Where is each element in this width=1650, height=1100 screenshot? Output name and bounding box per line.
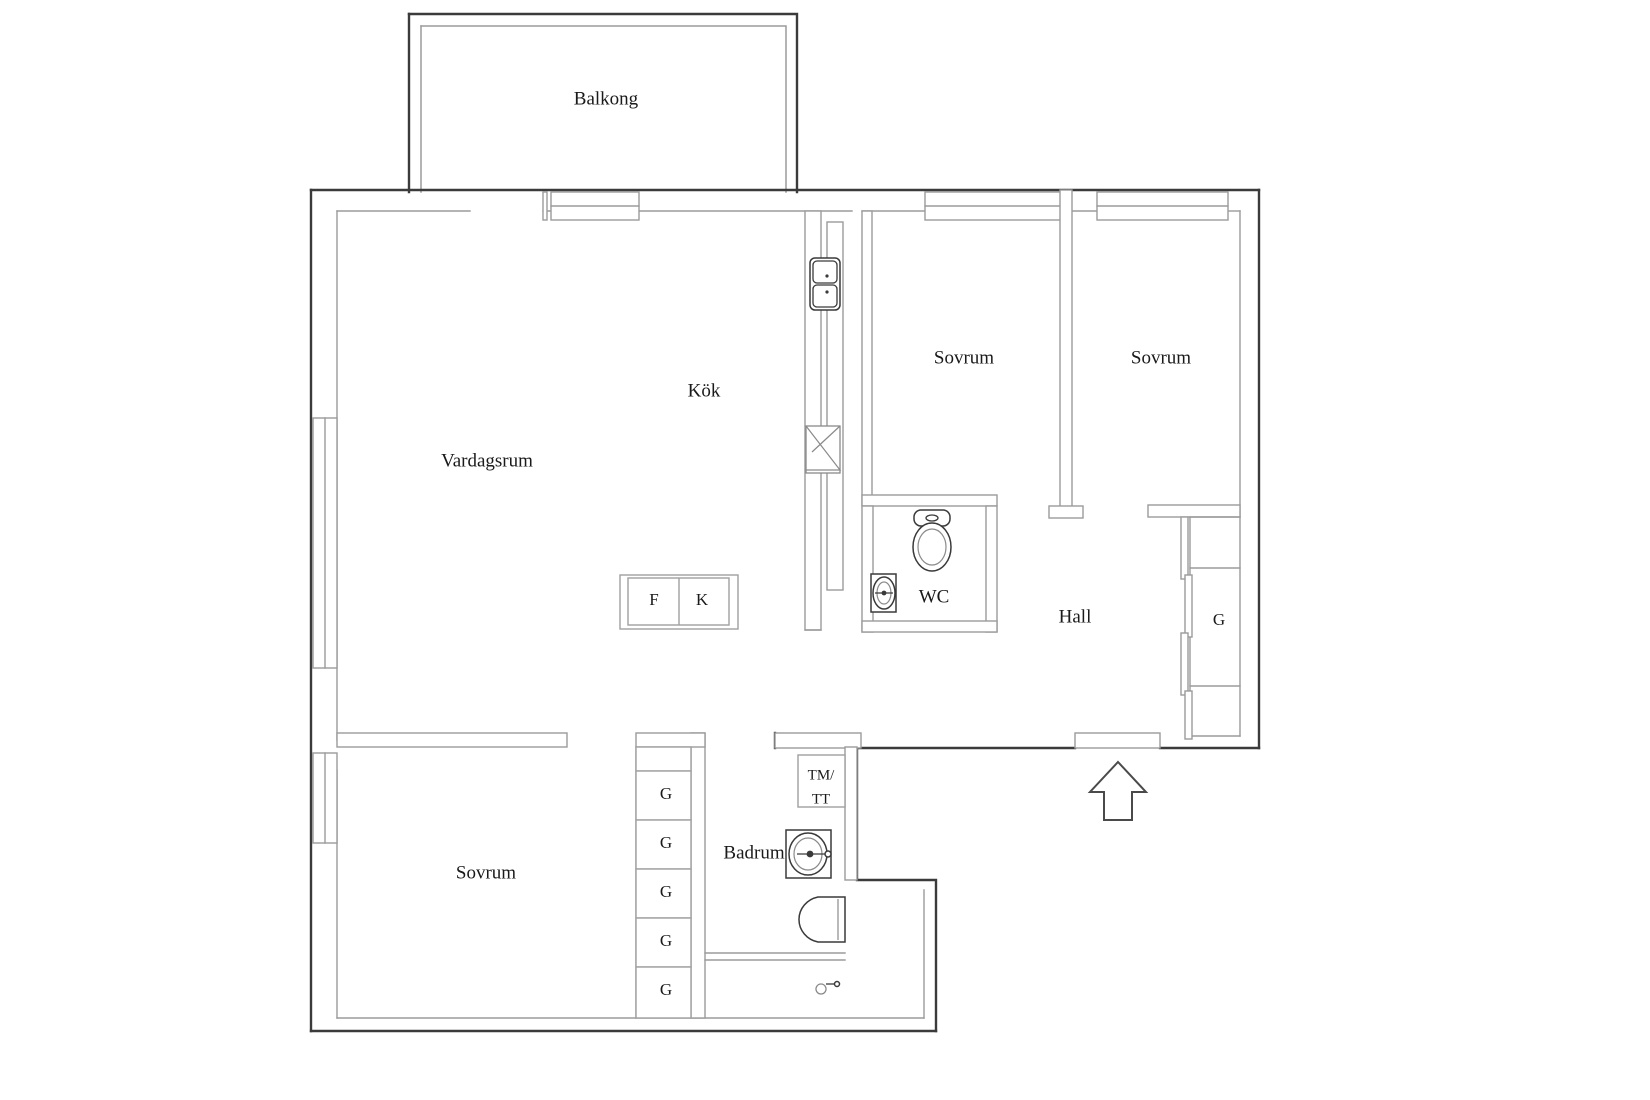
wall-sovrum-mid-left bbox=[861, 210, 873, 506]
closet-label-1: G bbox=[660, 784, 672, 803]
room-label-wc: WC bbox=[919, 586, 950, 607]
sink-basin-1 bbox=[812, 260, 838, 284]
badrum-fixtures bbox=[704, 829, 846, 995]
washbasin-icon bbox=[870, 573, 897, 613]
badrum-toilet-bowl bbox=[798, 896, 846, 943]
room-label-badrum: Badrum bbox=[723, 842, 784, 863]
stove-hob-icon bbox=[805, 425, 842, 474]
kitchen-fixtures bbox=[805, 257, 842, 474]
sink-drain-1 bbox=[825, 274, 829, 278]
room-label-balkong: Balkong bbox=[574, 88, 639, 109]
closet-cell-top-empty bbox=[635, 746, 692, 772]
laundry-box bbox=[797, 754, 846, 808]
apartment-outer-shell bbox=[309, 188, 1261, 1033]
bathtub-faucet-knob bbox=[833, 980, 841, 988]
double-sink-icon bbox=[809, 257, 841, 311]
wall-sovrum-mid-bottom bbox=[861, 494, 998, 507]
toilet-flush-button bbox=[925, 514, 939, 522]
wall-wc-left bbox=[861, 505, 874, 633]
room-label-sovrum-bottom: Sovrum bbox=[456, 862, 516, 883]
toilet-bowl-inner bbox=[917, 528, 947, 566]
apartment-inner-shell bbox=[336, 210, 1241, 1019]
hall-closet-g: G bbox=[1180, 516, 1241, 740]
outer-wall-lower-right bbox=[855, 746, 1077, 1033]
wall-vardagsrum-bottom bbox=[336, 732, 568, 748]
wall-badrum-right bbox=[844, 746, 858, 881]
stove-diagonal bbox=[805, 425, 842, 471]
closet-g-door-1[interactable] bbox=[1180, 516, 1189, 580]
bathtub-faucet-base bbox=[815, 983, 827, 995]
wall-hall-bottom-right bbox=[1074, 732, 1161, 749]
stove-diagonal-2 bbox=[811, 425, 841, 453]
entrance-arrow-shape bbox=[1087, 760, 1149, 821]
room-labels: Balkong Kök Vardagsrum Sovrum Sovrum WC … bbox=[441, 88, 1191, 883]
toilet-icon bbox=[912, 509, 952, 572]
closet-label-5: G bbox=[660, 980, 672, 999]
bathtub-icon bbox=[704, 952, 846, 995]
room-label-sovrum-mid: Sovrum bbox=[934, 347, 994, 368]
room-label-sovrum-right: Sovrum bbox=[1131, 347, 1191, 368]
wall-wc-bottom bbox=[861, 620, 998, 633]
closet-cell-4[interactable] bbox=[635, 917, 692, 968]
room-label-vardagsrum: Vardagsrum bbox=[441, 450, 533, 471]
wall-hall-bottom-left bbox=[774, 732, 862, 749]
fridge-label: F bbox=[649, 590, 658, 609]
hall-closet-label: G bbox=[1213, 610, 1225, 629]
sink-basin-outline bbox=[809, 257, 841, 311]
wall-kitchen-right-inner bbox=[826, 221, 844, 591]
wc-fixtures bbox=[870, 509, 952, 613]
closet-cell-5[interactable] bbox=[635, 966, 692, 1019]
room-label-hall: Hall bbox=[1059, 606, 1092, 627]
closet-label-2: G bbox=[660, 833, 672, 852]
toilet-bowl bbox=[912, 522, 952, 572]
interior-walls-group bbox=[336, 189, 1241, 1019]
window-jamb-balcony-left bbox=[542, 191, 548, 221]
balkong-inner-wall bbox=[420, 25, 787, 193]
closet-g-door-3[interactable] bbox=[1180, 632, 1189, 696]
balkong-room bbox=[407, 12, 799, 194]
closet-column: G G G G G bbox=[635, 746, 692, 1019]
balkong-outer-wall bbox=[407, 12, 799, 194]
wall-badrum-top bbox=[635, 732, 706, 748]
closet-cell-3[interactable] bbox=[635, 868, 692, 919]
badrum-washbasin-icon bbox=[785, 829, 832, 879]
laundry-label-line2: TT bbox=[812, 791, 830, 807]
windows-group bbox=[312, 191, 1229, 844]
wall-between-bedrooms bbox=[1059, 189, 1073, 514]
closet-label-4: G bbox=[660, 931, 672, 950]
laundry-tm-tt: TM/ TT bbox=[797, 754, 846, 808]
sink-drain-2 bbox=[825, 290, 829, 294]
closet-g-door-4[interactable] bbox=[1184, 690, 1193, 740]
sink-basin-2 bbox=[812, 284, 838, 308]
closet-g-door-2[interactable] bbox=[1184, 574, 1193, 638]
badrum-toilet-icon bbox=[798, 896, 846, 943]
closet-cell-2[interactable] bbox=[635, 819, 692, 870]
wall-between-bedrooms-cap bbox=[1048, 505, 1084, 519]
laundry-label-line1: TM/ bbox=[808, 767, 836, 783]
badrum-basin-tap-knob bbox=[824, 850, 832, 858]
entrance-arrow-icon bbox=[1087, 760, 1149, 821]
fridge-freezer-block: F K bbox=[619, 574, 739, 630]
wall-wc-right bbox=[985, 505, 998, 633]
wall-badrum-left bbox=[690, 732, 706, 1019]
closet-label-3: G bbox=[660, 882, 672, 901]
wall-sovrum-right-bottom bbox=[1147, 504, 1241, 518]
room-label-kok: Kök bbox=[688, 380, 721, 401]
freezer-label: K bbox=[696, 590, 709, 609]
